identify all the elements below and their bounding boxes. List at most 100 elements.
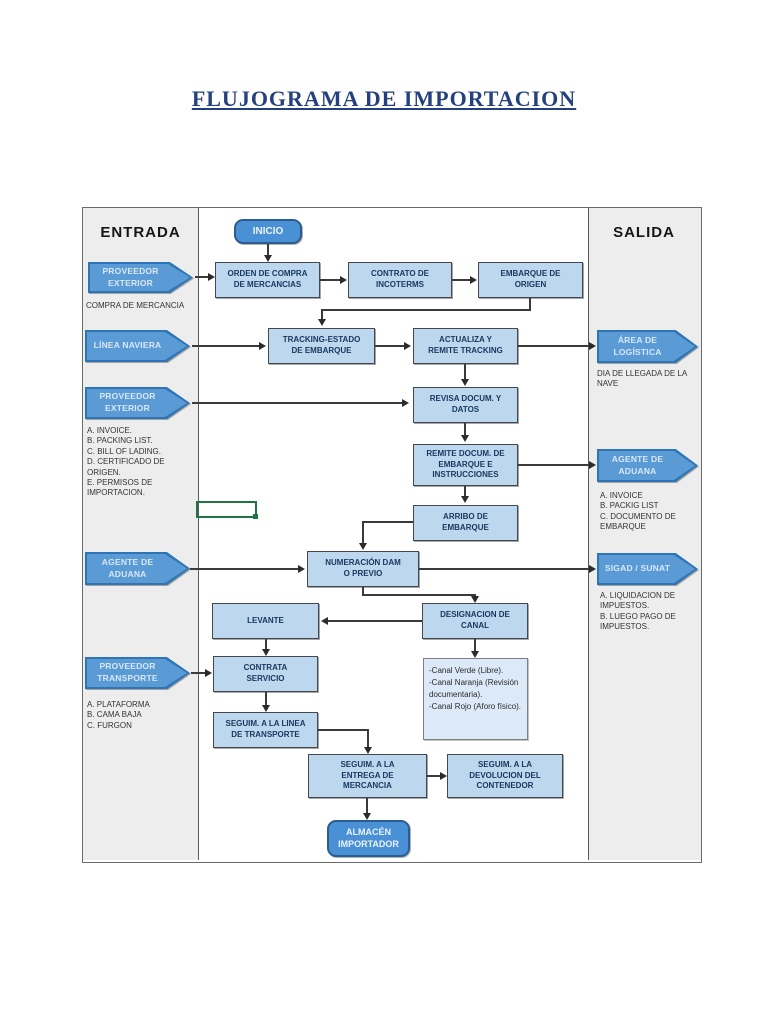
step-designacion-canal: DESIGNACION DE CANAL xyxy=(422,603,528,639)
step-contrata-servicio: CONTRATA SERVICIO xyxy=(213,656,318,692)
step-orden-compra: ORDEN DE COMPRA DE MERCANCIAS xyxy=(215,262,320,298)
connector xyxy=(321,309,323,321)
connector xyxy=(464,364,466,380)
step-numeracion-dam: NUMERACIÓN DAM O PREVIO xyxy=(307,551,419,587)
arrow-shape-fill xyxy=(599,451,695,480)
arrowhead xyxy=(589,565,596,573)
step-actualiza-tracking: ACTUALIZA Y REMITE TRACKING xyxy=(413,328,518,364)
output-tag-label: SIGAD / SUNAT xyxy=(604,563,671,574)
arrow-shape-fill xyxy=(87,554,187,583)
entrada-column xyxy=(83,208,199,860)
connector xyxy=(321,309,530,311)
output-tag-label: ÁREA DE LOGÍSTICA xyxy=(613,334,662,357)
note-tipos-transporte: A. PLATAFORMA B. CAMA BAJA C. FURGON xyxy=(87,700,150,730)
arrow-shape-fill xyxy=(599,332,695,361)
output-tag-sigad-sunat: SIGAD / SUNAT xyxy=(597,553,698,585)
arrow-shape-fill xyxy=(87,389,187,417)
connector xyxy=(419,568,590,570)
connector xyxy=(318,729,369,731)
step-embarque-origen: EMBARQUE DE ORIGEN xyxy=(478,262,583,298)
input-tag-label: PROVEEDOR TRANSPORTE xyxy=(97,661,158,683)
arrowhead xyxy=(264,255,272,262)
connector xyxy=(427,775,441,777)
connector xyxy=(192,345,260,347)
connector xyxy=(191,672,206,674)
step-seguim-entrega: SEGUIM. A LA ENTREGA DE MERCANCIA xyxy=(308,754,427,798)
input-tag-proveedor-transporte: PROVEEDOR TRANSPORTE xyxy=(85,657,190,689)
arrowhead xyxy=(471,596,479,603)
arrowhead xyxy=(208,273,215,281)
connector xyxy=(320,279,341,281)
note-liquidacion-impuestos: A. LIQUIDACION DE IMPUESTOS. B. LUEGO PA… xyxy=(600,591,676,632)
connector xyxy=(265,639,267,650)
canal-note-box: -Canal Verde (Libre). -Canal Naranja (Re… xyxy=(423,658,528,740)
note-documentos-aduana: A. INVOICE B. PACKIG LIST C. DOCUMENTO D… xyxy=(600,491,676,532)
entrada-header: ENTRADA xyxy=(100,224,181,241)
connector xyxy=(267,244,269,257)
arrowhead xyxy=(364,747,372,754)
arrowhead xyxy=(589,461,596,469)
note-dia-llegada: DIA DE LLEGADA DE LA NAVE xyxy=(597,369,687,389)
arrowhead xyxy=(470,276,477,284)
arrow-shape-fill xyxy=(87,659,187,687)
step-contrato-incoterms: CONTRATO DE INCOTERMS xyxy=(348,262,452,298)
connector xyxy=(362,521,413,523)
connector xyxy=(192,402,403,404)
salida-header: SALIDA xyxy=(613,224,675,241)
note-compra-mercancia: COMPRA DE MERCANCIA xyxy=(86,301,185,310)
input-tag-agente-aduana: AGENTE DE ADUANA xyxy=(85,552,190,585)
arrowhead xyxy=(589,342,596,350)
connector xyxy=(362,587,364,596)
arrowhead xyxy=(404,342,411,350)
connector xyxy=(452,279,472,281)
connector xyxy=(328,620,422,622)
arrowhead xyxy=(440,772,447,780)
step-remite-docum: REMITE DOCUM. DE EMBARQUE E INSTRUCCIONE… xyxy=(413,444,518,486)
arrowhead xyxy=(321,617,328,625)
arrow-shape-fill xyxy=(87,332,187,360)
arrowhead xyxy=(262,649,270,656)
arrowhead xyxy=(402,399,409,407)
connector xyxy=(265,692,267,706)
input-tag-label: PROVEEDOR EXTERIOR xyxy=(99,391,156,413)
arrow-shape-fill xyxy=(599,555,695,583)
arrowhead xyxy=(471,651,479,658)
page-title: FLUJOGRAMA DE IMPORTACION xyxy=(191,86,577,111)
input-tag-proveedor-exterior-2: PROVEEDOR EXTERIOR xyxy=(85,387,190,419)
step-tracking-estado: TRACKING-ESTADO DE EMBARQUE xyxy=(268,328,375,364)
selection-handle xyxy=(253,514,258,519)
step-revisa-docum: REVISA DOCUM. Y DATOS xyxy=(413,387,518,423)
input-tag-label: LÍNEA NAVIERA xyxy=(93,340,162,351)
connector xyxy=(190,568,299,570)
connector xyxy=(464,423,466,436)
connector xyxy=(464,486,466,497)
connector xyxy=(362,521,364,544)
cell-selection-artifact xyxy=(196,501,258,519)
connector xyxy=(366,798,368,814)
connector xyxy=(474,639,476,652)
connector xyxy=(529,298,531,311)
connector xyxy=(518,464,590,466)
arrowhead xyxy=(259,342,266,350)
output-tag-area-logistica: ÁREA DE LOGÍSTICA xyxy=(597,330,698,363)
arrowhead xyxy=(461,435,469,442)
salida-column xyxy=(588,208,701,860)
connector xyxy=(375,345,405,347)
input-tag-linea-naviera: LÍNEA NAVIERA xyxy=(85,330,190,362)
note-documentos-importacion: A. INVOICE. B. PACKING LIST. C. BILL OF … xyxy=(87,426,165,498)
connector xyxy=(367,729,369,748)
input-tag-label: PROVEEDOR EXTERIOR xyxy=(102,265,159,288)
arrowhead xyxy=(298,565,305,573)
arrow-shape-fill xyxy=(90,264,190,291)
start-node: INICIO xyxy=(234,219,302,244)
step-seguim-devolucion: SEGUIM. A LA DEVOLUCION DEL CONTENEDOR xyxy=(447,754,563,798)
arrowhead xyxy=(318,319,326,326)
input-tag-proveedor-exterior-1: PROVEEDOR EXTERIOR xyxy=(88,262,193,293)
arrowhead xyxy=(262,705,270,712)
arrowhead xyxy=(340,276,347,284)
step-seguim-linea: SEGUIM. A LA LINEA DE TRANSPORTE xyxy=(213,712,318,748)
arrowhead xyxy=(363,813,371,820)
output-tag-agente-aduana: AGENTE DE ADUANA xyxy=(597,449,698,482)
output-tag-label: AGENTE DE ADUANA xyxy=(611,453,664,476)
